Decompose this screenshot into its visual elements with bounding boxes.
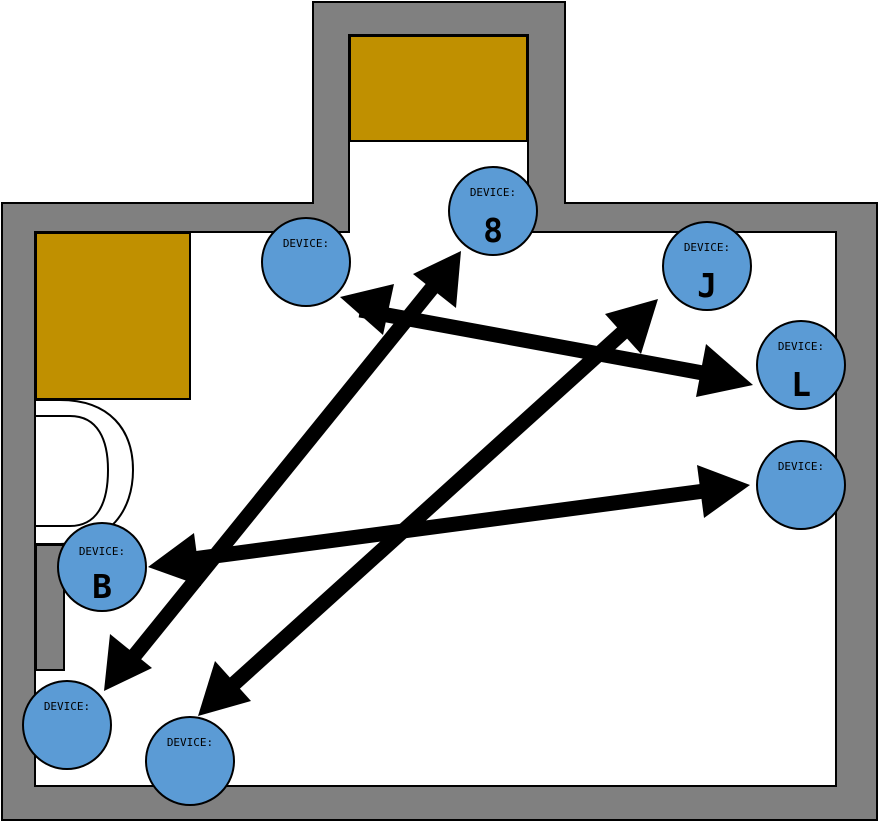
device-code: J <box>697 266 717 305</box>
arrow-device-8-to-device-bottomleft <box>104 251 461 691</box>
device-node-8[interactable]: DEVICE: 8 <box>448 166 538 256</box>
device-code: B <box>92 567 112 606</box>
device-label: DEVICE: <box>167 736 213 749</box>
device-node-top-left[interactable]: DEVICE: <box>261 217 351 307</box>
room-floor <box>34 34 837 787</box>
arrow-device-B-to-device-right <box>148 465 750 586</box>
device-code: 8 <box>483 211 503 250</box>
device-label: DEVICE: <box>778 340 824 353</box>
connection-arrows <box>104 251 753 716</box>
device-node-J[interactable]: DEVICE: J <box>662 221 752 311</box>
device-label: DEVICE: <box>470 186 516 199</box>
device-code: L <box>791 365 811 404</box>
device-label: DEVICE: <box>44 700 90 713</box>
device-node-bottom-left[interactable]: DEVICE: <box>22 680 112 770</box>
device-label: DEVICE: <box>684 241 730 254</box>
device-label: DEVICE: <box>283 237 329 250</box>
device-label: DEVICE: <box>79 545 125 558</box>
device-node-B[interactable]: DEVICE: B <box>57 522 147 612</box>
arrow-device-J-to-device-bottommid <box>198 299 658 716</box>
device-node-right[interactable]: DEVICE: <box>756 440 846 530</box>
device-node-L[interactable]: DEVICE: L <box>756 320 846 410</box>
device-label: DEVICE: <box>778 460 824 473</box>
alcove-cabinet <box>349 35 528 142</box>
device-node-bottom-mid[interactable]: DEVICE: <box>145 716 235 806</box>
corner-cabinet <box>35 232 191 400</box>
arrow-device-topleft-to-device-L <box>340 284 753 397</box>
